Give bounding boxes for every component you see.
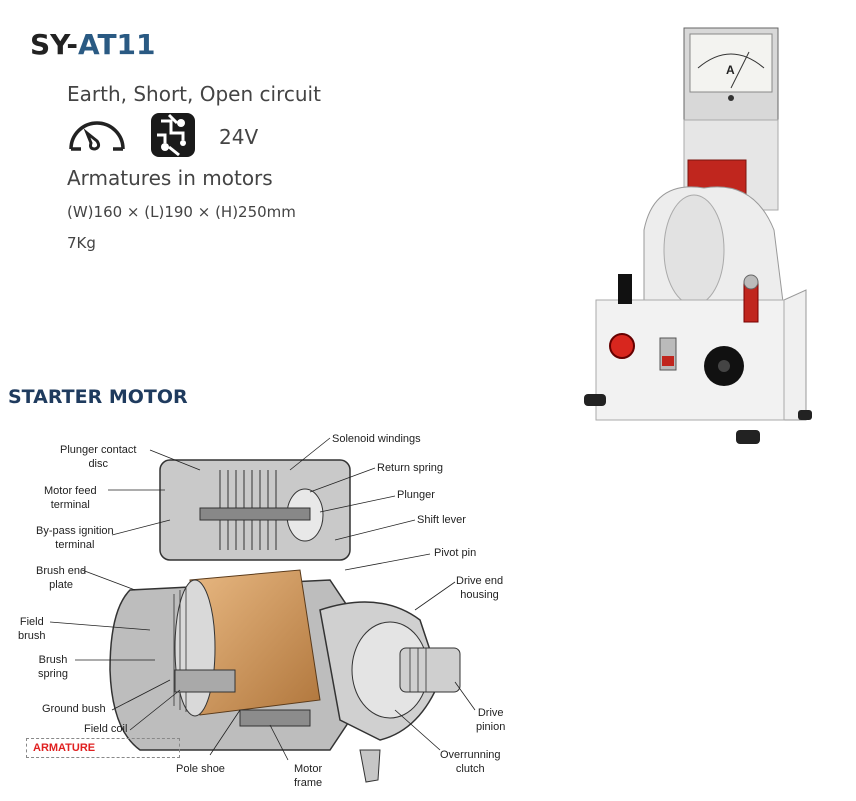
label-motor-frame: Motor frame xyxy=(294,763,323,789)
label-motor-feed-terminal: Motor feed terminal xyxy=(44,485,97,511)
label-brush-spring: Brush spring xyxy=(38,654,68,680)
title-code: AT11 xyxy=(77,28,156,61)
label-field-coil: Field coil xyxy=(84,723,128,735)
label-shift-lever: Shift lever xyxy=(417,514,466,526)
label-plunger-contact-disc: Plunger contact disc xyxy=(60,444,137,470)
section-title: STARTER MOTOR xyxy=(8,386,188,408)
label-field-brush: Field brush xyxy=(18,616,46,642)
label-pole-shoe: Pole shoe xyxy=(176,763,225,775)
meter-unit-label: A xyxy=(726,63,735,77)
spec-weight: 7Kg xyxy=(67,234,96,252)
spec-voltage: 24V xyxy=(219,125,259,149)
label-solenoid-windings: Solenoid windings xyxy=(332,433,421,445)
spec-icons-row: 24V xyxy=(67,112,258,162)
label-plunger: Plunger xyxy=(397,489,435,501)
spec-dimensions: (W)160 × (L)190 × (H)250mm xyxy=(67,203,296,221)
label-return-spring: Return spring xyxy=(377,462,444,474)
label-bypass-ignition-terminal: By-pass ignition terminal xyxy=(36,525,114,551)
armature-tester-image: A xyxy=(584,27,812,444)
spec-function: Earth, Short, Open circuit xyxy=(67,82,321,106)
circuit-board-icon xyxy=(149,111,197,164)
label-drive-end-housing: Drive end housing xyxy=(456,575,504,601)
armature-label-box xyxy=(26,738,180,758)
label-armature: ARMATURE xyxy=(33,742,96,754)
spec-application: Armatures in motors xyxy=(67,166,273,190)
product-title: SY-AT11 xyxy=(30,28,156,61)
starter-motor-diagram xyxy=(49,437,476,783)
title-prefix: SY- xyxy=(30,28,78,61)
label-drive-pinion: Drive pinion xyxy=(476,707,506,733)
label-pivot-pin: Pivot pin xyxy=(434,547,477,559)
label-brush-end-plate: Brush end plate xyxy=(36,565,87,591)
gauge-icon xyxy=(67,115,127,160)
label-ground-bush: Ground bush xyxy=(42,703,106,715)
label-overrunning-clutch: Overrunning clutch xyxy=(440,749,501,775)
